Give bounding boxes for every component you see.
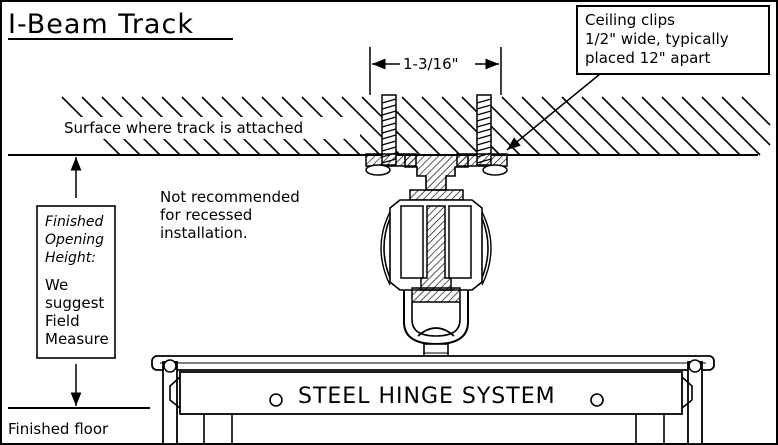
recessed-note-line2: for recessed — [160, 206, 252, 224]
opening-height-box — [36, 205, 116, 359]
ceiling-clips-line3: placed 12" apart — [585, 49, 710, 67]
opening-height-line3: Height: — [45, 250, 96, 266]
title: I-Beam Track — [8, 9, 194, 40]
i-beam-bottom-flange — [409, 189, 464, 201]
hatch-line — [541, 96, 601, 156]
door-panel — [151, 355, 715, 445]
opening-height-line6: Field — [45, 312, 80, 330]
screw-thread — [476, 122, 492, 128]
right-screw-nut — [482, 164, 508, 176]
trolley-carriage — [380, 199, 492, 303]
ceiling-clips-line2: 1/2" wide, typically — [585, 30, 729, 48]
opening-height-line7: Measure — [45, 330, 109, 348]
screw-thread — [476, 98, 492, 104]
surface-label: Surface where track is attached — [64, 119, 303, 137]
hatch-line — [701, 96, 761, 156]
screw-thread — [381, 116, 397, 122]
rivet-right — [590, 393, 604, 407]
i-beam-track-section — [404, 154, 469, 191]
hatch-line — [681, 96, 741, 156]
screw-thread — [476, 104, 492, 110]
ceiling-clips-line1: Ceiling clips — [585, 11, 675, 29]
opening-height-line4: We — [45, 276, 68, 294]
screw-thread — [476, 128, 492, 134]
screw-thread — [476, 134, 492, 140]
floor-label: Finished floor — [8, 420, 109, 438]
dimension-label: 1-3/16" — [403, 55, 459, 73]
screw-thread — [476, 116, 492, 122]
hatch-line — [521, 96, 581, 156]
screw-thread — [381, 98, 397, 104]
hatch-line — [501, 96, 561, 156]
screw-thread — [381, 128, 397, 134]
screw-thread — [381, 104, 397, 110]
rivet-left — [269, 393, 283, 407]
screw-thread — [381, 134, 397, 140]
ceiling-clips-leader — [506, 73, 601, 151]
hatch-line — [601, 96, 661, 156]
hatch-line — [741, 96, 771, 126]
ceiling-clips-note — [576, 5, 770, 75]
opening-height-line1: Finished — [45, 214, 103, 230]
screw-thread — [476, 140, 492, 146]
hatch-line — [641, 96, 701, 156]
hatch-line — [401, 96, 461, 156]
hatch-line — [721, 96, 771, 146]
screw-thread — [476, 146, 492, 152]
hatch-line — [421, 96, 481, 156]
hatch-line — [581, 96, 641, 156]
left-screw-nut — [365, 164, 391, 176]
hatch-line — [621, 96, 681, 156]
hatch-line — [561, 96, 621, 156]
screw-thread — [381, 110, 397, 116]
screw-thread — [381, 122, 397, 128]
screw-thread — [381, 140, 397, 146]
hatch-line — [661, 96, 721, 156]
hinge-sign: STEEL HINGE SYSTEM — [298, 384, 556, 409]
surface-label-bg — [62, 117, 360, 139]
opening-height-line2: Opening — [45, 232, 104, 248]
recessed-note-line3: installation. — [160, 224, 248, 242]
opening-height-line5: suggest — [45, 294, 104, 312]
screw-thread — [381, 146, 397, 152]
screw-thread — [476, 110, 492, 116]
recessed-note-line1: Not recommended — [160, 188, 300, 206]
